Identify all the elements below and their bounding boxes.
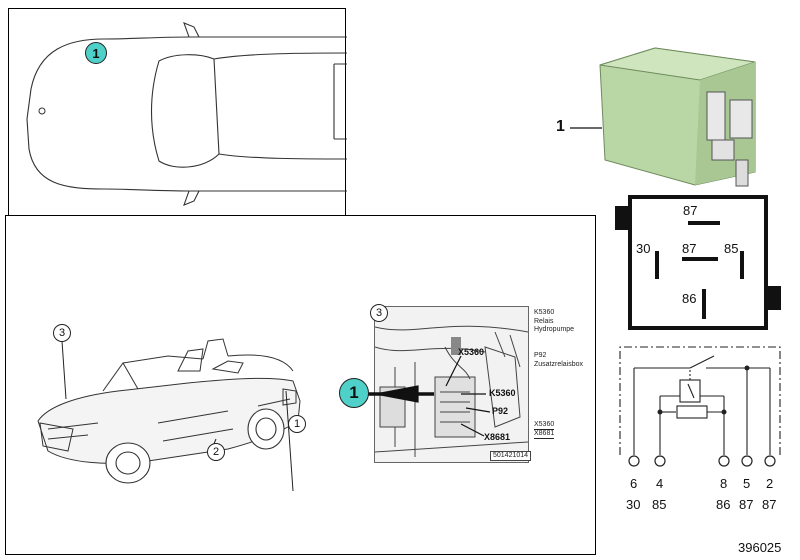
schematic-terminal-4: 87 (739, 497, 754, 512)
schematic-pin-num-5: 2 (766, 476, 774, 491)
callout-1-car: 1 (288, 415, 306, 433)
note-p92-code: P92 (534, 352, 547, 359)
image-code: 501421014 (490, 451, 532, 461)
note-k5360-desc: Relais Hydropumpe (534, 318, 575, 333)
callout-2-car: 2 (207, 443, 225, 461)
face-pin-right: 85 (724, 241, 739, 256)
relay-pin-face: 87 30 87 85 86 (628, 195, 768, 330)
car-top-outline (26, 22, 348, 206)
callout-3-car: 3 (53, 324, 71, 342)
face-pin-left: 30 (636, 241, 651, 256)
part-label-1: 1 (556, 118, 565, 135)
detail-photo (374, 306, 529, 463)
callout-3-detail: 3 (370, 304, 388, 322)
face-pin-bottom: 86 (682, 291, 697, 306)
schematic-pin-num-1: 6 (630, 476, 638, 491)
face-pin-top: 87 (683, 203, 698, 218)
detail-arrows (366, 355, 491, 437)
schematic-pin-num-4: 5 (743, 476, 751, 491)
face-pin-center: 87 (682, 241, 697, 256)
location-panel: 3 2 1 3 X5360 K5360 P92 X8681 (5, 215, 596, 555)
schematic-terminal-2: 85 (652, 497, 667, 512)
schematic-pin-num-3: 8 (720, 476, 728, 491)
convertible-car-illustration (37, 338, 301, 492)
schematic-pin-num-2: 4 (656, 476, 664, 491)
note-x5360: X5360 (534, 421, 555, 430)
label-p92: P92 (492, 406, 509, 416)
label-x5360: X5360 (458, 347, 485, 357)
schematic-terminal-1: 30 (626, 497, 641, 512)
note-p92-desc: Zusatzrelaisbox (534, 361, 584, 368)
top-view-panel: 1 (8, 8, 348, 216)
callout-1-top: 1 (85, 42, 107, 64)
callout-1-detail: 1 (339, 378, 369, 408)
note-k5360-code: K5360 (534, 309, 555, 316)
label-k5360: K5360 (489, 388, 516, 398)
note-x8681: X8681 (534, 430, 555, 439)
diagram-id: 396025 (738, 540, 782, 555)
schematic-terminal-5: 87 (762, 497, 777, 512)
schematic-terminal-3: 86 (716, 497, 731, 512)
label-x8681: X8681 (484, 432, 511, 442)
